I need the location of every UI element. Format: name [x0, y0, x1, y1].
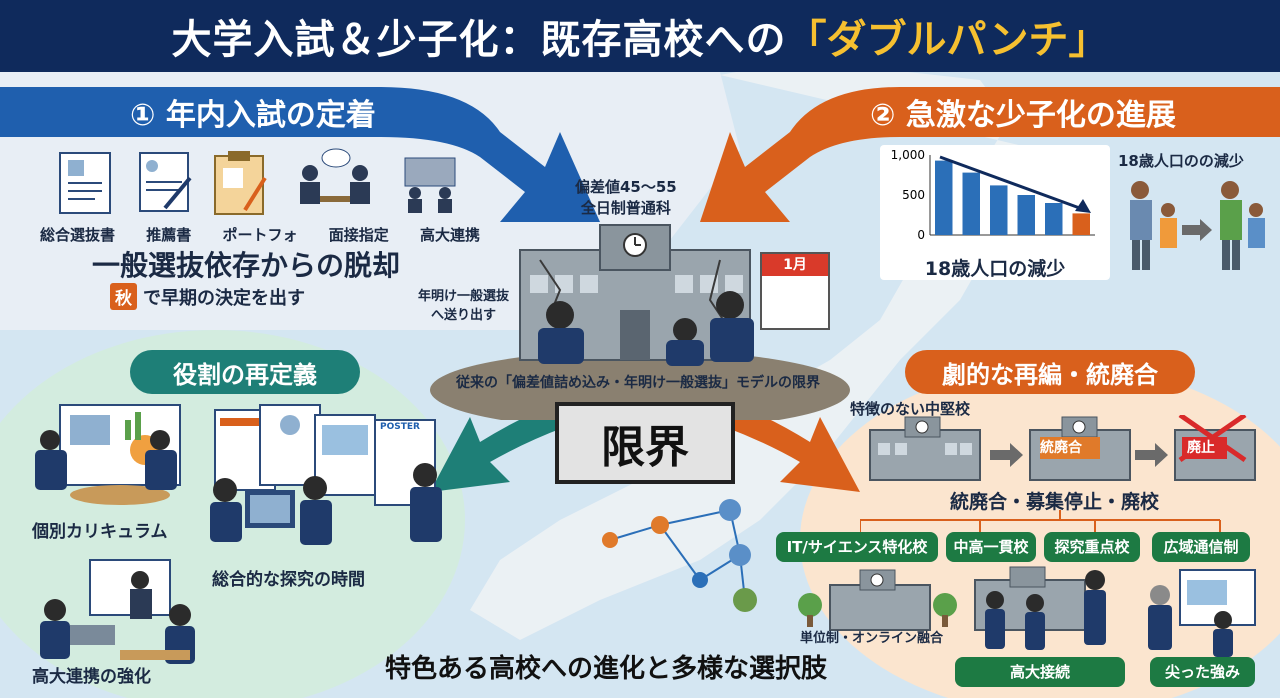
- school-building-icon: [829, 569, 931, 631]
- autumn-badge: 秋: [110, 283, 137, 310]
- population-chart-panel: 1,000 500 0 18歳人口の減少: [880, 145, 1110, 280]
- section2-banner-text: ② 急激な少子化の進展: [870, 98, 1176, 133]
- icon-label-handshake: 高大連携: [419, 226, 480, 244]
- arrow-right-icon: [990, 443, 1023, 467]
- chart-bar: [1045, 203, 1063, 235]
- icon-label-letter: 推薦書: [146, 226, 192, 244]
- limit-text: 限界: [601, 422, 689, 473]
- school-building-icon: [869, 416, 981, 481]
- section1-sub: 秋 で早期の決定を出す: [110, 283, 305, 310]
- tree-icon: [933, 593, 957, 627]
- merge-flow-illustration: [869, 415, 1256, 481]
- section4-banner: 劇的な再編・統廃合: [905, 350, 1195, 394]
- merged-school-icon: [1029, 416, 1131, 481]
- chart-bar: [935, 160, 953, 235]
- chart-y-tick-label: 0: [917, 228, 925, 242]
- pill-highschool-university: 高大接続: [955, 657, 1125, 687]
- footer-text: 特色ある高校への進化と多様な選択肢: [385, 654, 828, 684]
- type-inquiry: 探究重点校: [1044, 532, 1140, 562]
- page-title-accent: 「ダブルパンチ」: [786, 17, 1109, 63]
- icon-label-clipboard: ポートフォ: [222, 226, 298, 244]
- section3-banner: 役割の再定義: [130, 350, 360, 394]
- section2-banner: ② 急激な少子化の進展: [870, 86, 1200, 138]
- population-title: 18歳人口のの減少: [1118, 152, 1244, 170]
- chart-bar: [1072, 213, 1090, 235]
- chart-bar: [1017, 195, 1035, 235]
- side-label-line2: へ送り出す: [431, 308, 497, 323]
- family-after-icon: [1220, 181, 1265, 270]
- arrow-right-icon: [1182, 219, 1212, 241]
- chart-bar: [990, 185, 1008, 235]
- future-schools-illustration: [798, 566, 1256, 657]
- family-before-icon: [1130, 181, 1177, 270]
- limit-box: 限界: [555, 402, 735, 484]
- type-tree-lines: [860, 510, 1221, 532]
- icon-label-document: 総合選抜書: [40, 226, 116, 244]
- school-label-line1: 偏差値45〜55: [575, 178, 677, 196]
- section3-item1: 個別カリキュラム: [32, 522, 168, 542]
- merge-result: 統廃合・募集停止・廃校: [950, 491, 1160, 513]
- section1-icons: 総合選抜書 推薦書 ポートフォ 面接指定 高大連携: [40, 148, 480, 244]
- students-icon: [985, 570, 1106, 650]
- type-it-science: IT/サイエンス特化校: [776, 532, 938, 562]
- side-label: 年明け一般選抜 へ送り出す: [418, 285, 509, 323]
- section3-illustration: [35, 404, 442, 664]
- closed-sign: 廃止: [1187, 440, 1215, 456]
- section3-item2: 総合的な探究の時間: [212, 570, 365, 590]
- population-chart: 1,000 500 0: [891, 148, 1095, 242]
- tree-icon: [798, 593, 822, 627]
- calendar-icon: 1月: [760, 252, 830, 330]
- school-mid-label: 特徴のない中堅校: [850, 400, 971, 418]
- section1-banner-text: ① 年内入試の定着: [130, 98, 376, 133]
- model-limit-text: 従来の「偏差値詰め込み・年明け一般選抜」モデルの限界: [456, 375, 820, 391]
- trend-arrow-head: [1075, 199, 1091, 213]
- title-bar: 大学入試＆少子化：既存高校への 「ダブルパンチ」: [0, 0, 1280, 72]
- section3-item3: 高大連携の強化: [32, 667, 151, 687]
- arrow-right-icon: [1135, 443, 1168, 467]
- merge-sign: 統廃合: [1040, 440, 1082, 456]
- family-figures: [1130, 181, 1265, 270]
- school-label: 偏差値45〜55 全日制普通科: [575, 176, 677, 218]
- credit-label: 単位制・オンライン融合: [800, 631, 944, 646]
- icon-label-interview: 面接指定: [328, 226, 389, 244]
- type-correspondence: 広域通信制: [1152, 532, 1250, 562]
- side-label-line1: 年明け一般選抜: [418, 289, 510, 304]
- school-label-line2: 全日制普通科: [580, 199, 671, 217]
- section1-headline: 一般選抜依存からの脱却: [92, 249, 401, 282]
- stressed-students-icon: [538, 291, 754, 366]
- type-integrated: 中高一貫校: [946, 532, 1036, 562]
- chart-bar: [962, 172, 980, 235]
- page-title: 大学入試＆少子化：既存高校への: [171, 17, 787, 63]
- document-icon: [59, 152, 111, 214]
- section1-banner: ① 年内入試の定着: [130, 86, 450, 138]
- trend-arrow: [939, 155, 1086, 212]
- chart-caption: 18歳人口の減少: [924, 258, 1066, 280]
- closed-school-icon: [1174, 415, 1256, 481]
- chart-y-tick-label: 1,000: [891, 148, 925, 162]
- school-illustration: [430, 224, 850, 420]
- section1-icon-set: [59, 148, 456, 215]
- flow-arrows: [0, 87, 1280, 492]
- chart-y-tick-label: 500: [902, 188, 925, 202]
- teacher-with-board-icon: [1148, 569, 1256, 657]
- interview-icon: [300, 148, 370, 204]
- poster-label: POSTER: [380, 422, 420, 432]
- letter-icon: [139, 152, 192, 212]
- clipboard-icon: [214, 151, 267, 215]
- calendar-month: 1月: [762, 254, 828, 276]
- pill-sharp-strength: 尖った強み: [1150, 657, 1255, 687]
- handshake-icon: [404, 157, 456, 213]
- section1-sub-text: で早期の決定を出す: [143, 287, 305, 309]
